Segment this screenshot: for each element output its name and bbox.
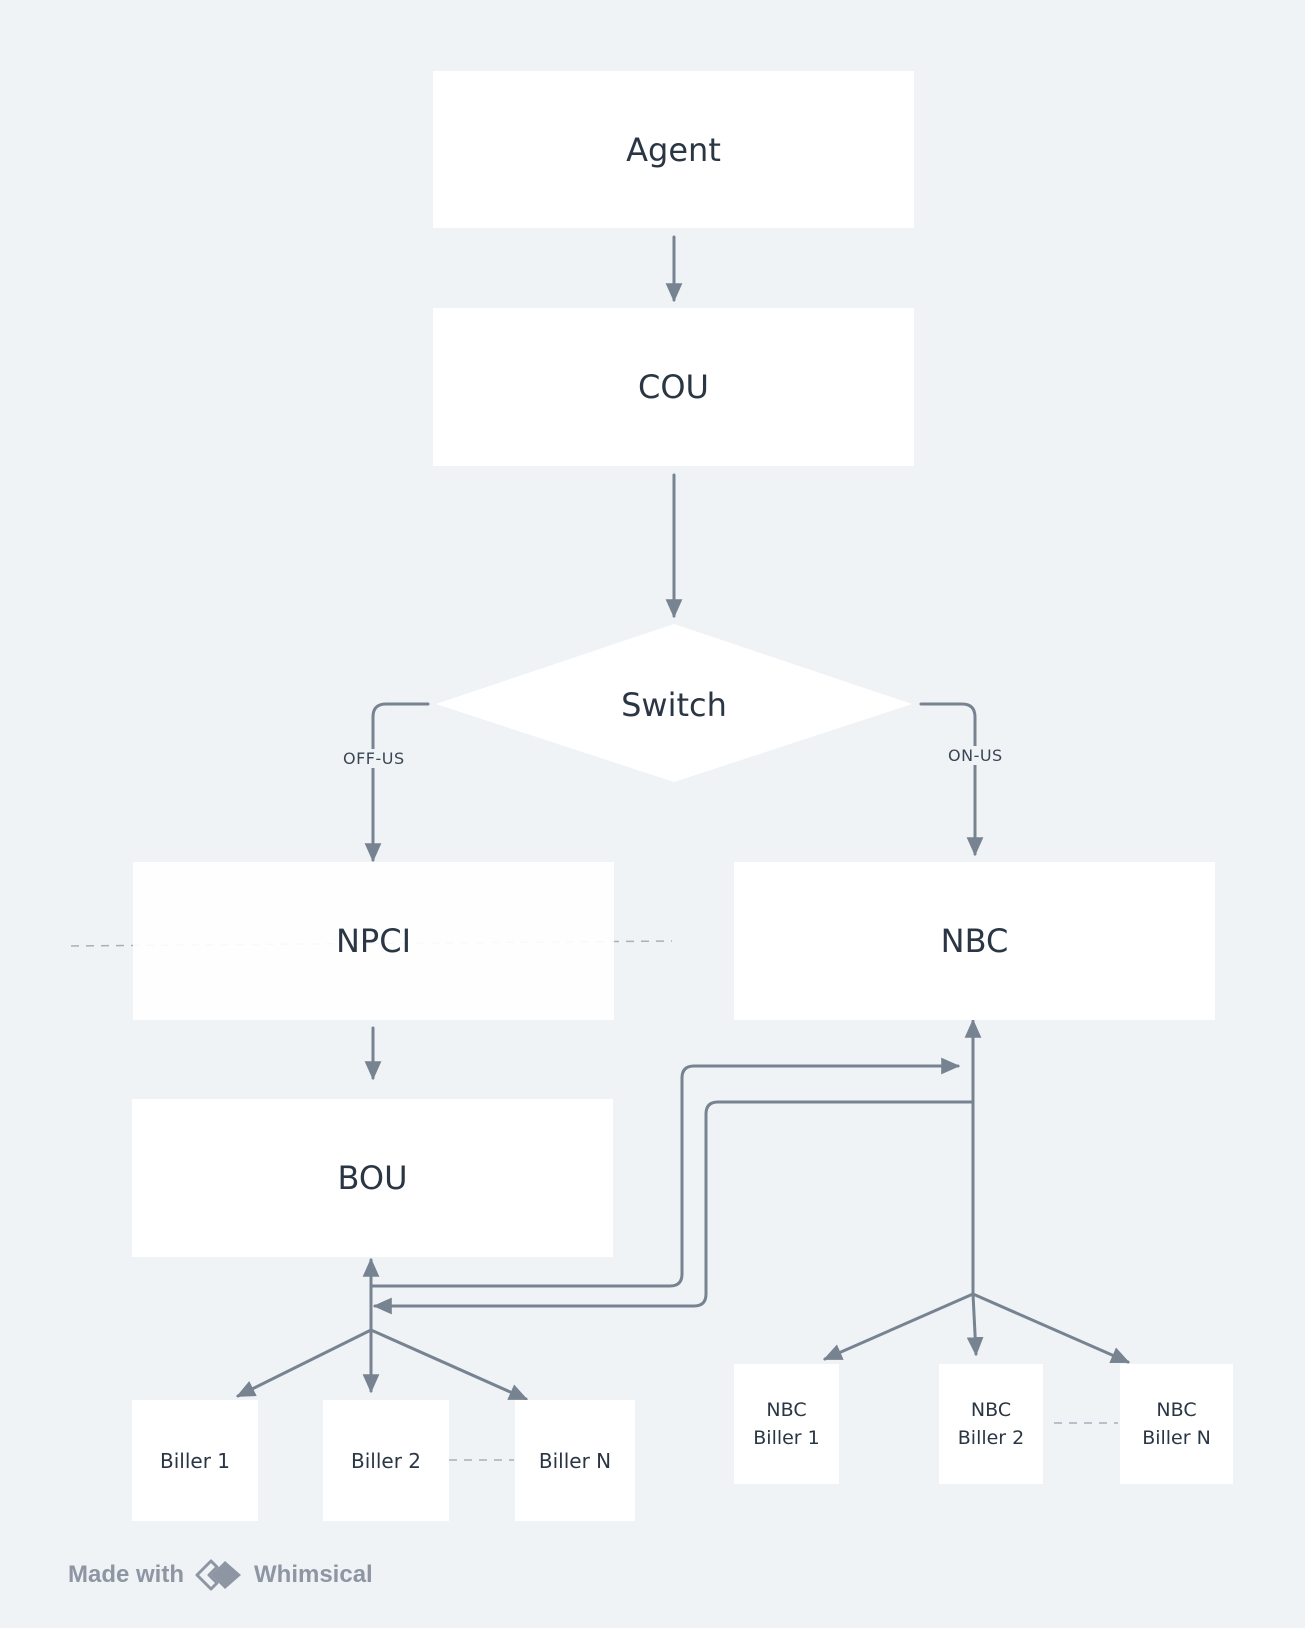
node-nbc-biller-1-line-2: Biller 1 (753, 1427, 820, 1449)
switch-diamond[interactable] (436, 624, 912, 782)
node-nbc-label: NBC (940, 922, 1009, 960)
edge-switch-to-npci (364, 702, 430, 863)
node-bou[interactable]: BOU (132, 1099, 613, 1257)
node-biller-1[interactable]: Biller 1 (132, 1400, 258, 1521)
edge-label-on-us: ON-US (946, 746, 1005, 765)
node-bou-label: BOU (337, 1159, 408, 1197)
node-nbc-biller-2[interactable]: NBC Biller 2 (939, 1364, 1043, 1484)
made-with-footer[interactable]: Made with Whimsical (68, 1558, 373, 1592)
node-biller-n[interactable]: Biller N (515, 1400, 635, 1521)
node-npci[interactable]: NPCI (133, 862, 614, 1020)
edge-nbc-hub-to-biller-1 (823, 1292, 975, 1361)
node-biller-1-label: Biller 1 (160, 1448, 230, 1473)
edge-nbc-to-bou-link (372, 1100, 975, 1315)
whimsical-brand-text: Whimsical (254, 1561, 373, 1588)
edge-nbc-hub-to-biller-n (971, 1292, 1130, 1364)
node-nbc-biller-1[interactable]: NBC Biller 1 (734, 1364, 839, 1484)
node-nbc-biller-n[interactable]: NBC Biller N (1120, 1364, 1233, 1484)
node-nbc-biller-2-line-2: Biller 2 (957, 1427, 1025, 1449)
node-nbc-biller-n-line-1: NBC (1156, 1399, 1197, 1421)
edge-switch-to-nbc (919, 702, 984, 857)
node-biller-n-label: Biller N (538, 1448, 612, 1473)
node-nbc-biller-2-line-1: NBC (970, 1399, 1012, 1421)
edge-label-off-us: OFF-US (341, 749, 407, 768)
node-agent-label: Agent (626, 130, 721, 169)
node-biller-2-label: Biller 2 (351, 1448, 421, 1473)
edge-hub-to-biller-n (369, 1328, 528, 1401)
node-nbc-biller-1-line-1: NBC (766, 1399, 807, 1421)
edge-hub-to-biller-1 (236, 1328, 373, 1398)
node-cou-label: COU (638, 368, 709, 406)
made-with-text: Made with (68, 1561, 185, 1588)
node-npci-label: NPCI (335, 922, 411, 960)
node-agent[interactable]: Agent (433, 71, 914, 228)
node-nbc-biller-n-line-2: Biller N (1142, 1427, 1211, 1449)
edge-bou-to-nbc-link (369, 1057, 961, 1288)
node-cou[interactable]: COU (433, 308, 914, 466)
whimsical-logo-icon (194, 1558, 244, 1592)
switch-label: Switch (621, 686, 727, 724)
node-nbc[interactable]: NBC (734, 862, 1215, 1020)
node-biller-2[interactable]: Biller 2 (323, 1400, 449, 1521)
edge-nbc-hub-to-biller-2 (966, 1292, 984, 1357)
